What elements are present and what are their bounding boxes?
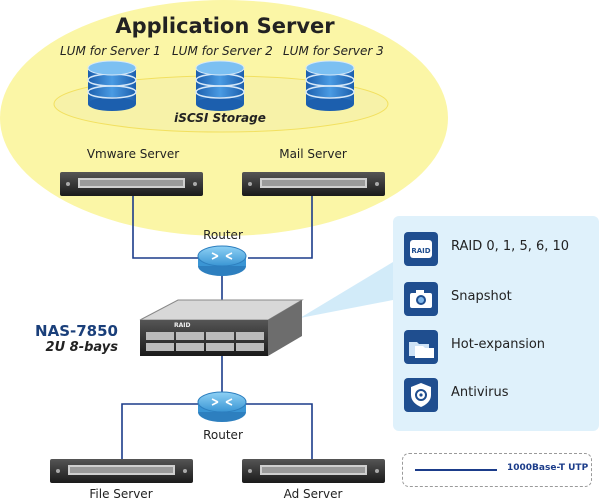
lun-disk-2: [195, 60, 245, 111]
file-server-unit: [50, 459, 193, 483]
legend: 1000Base-T UTP: [402, 453, 592, 487]
lun-label-1: LUM for Server 1: [60, 44, 161, 58]
legend-line: [415, 469, 497, 471]
mail-server-label: Mail Server: [279, 147, 347, 161]
application-server-title: Application Server: [115, 14, 335, 38]
feature-label: RAID 0, 1, 5, 6, 10: [451, 239, 570, 254]
feature-hot-expansion: Hot-expansion: [393, 324, 599, 368]
biohazard-shield-icon: [404, 378, 438, 412]
callout-wedge: [300, 262, 393, 318]
feature-label: Snapshot: [451, 289, 512, 304]
nas-badge: RAID: [174, 322, 191, 329]
router-label: Router: [203, 428, 243, 442]
feature-label: Antivirus: [451, 385, 509, 400]
ad-server-label: Ad Server: [283, 487, 343, 501]
network-links: [121, 196, 313, 462]
nas-model-name: NAS-7850: [35, 322, 118, 340]
vmware-server-unit: [60, 172, 203, 196]
feature-raid: RAID RAID 0, 1, 5, 6, 10: [393, 226, 599, 270]
feature-label: Hot-expansion: [451, 337, 546, 352]
nas-device: [139, 299, 304, 356]
raid-icon: RAID: [404, 232, 438, 266]
lun-label-3: LUM for Server 3: [283, 44, 384, 58]
router-icon: [197, 391, 247, 422]
features-panel: RAID RAID 0, 1, 5, 6, 10 Snapshot Hot-ex…: [393, 216, 599, 431]
file-server-label: File Server: [89, 487, 153, 501]
lun-disk-3: [305, 60, 355, 111]
lun-label-2: LUM for Server 2: [172, 44, 273, 58]
feature-snapshot: Snapshot: [393, 276, 599, 320]
lun-disk-1: [87, 60, 137, 111]
feature-antivirus: Antivirus: [393, 372, 599, 416]
folders-icon: [404, 330, 438, 364]
iscsi-storage-label: iSCSI Storage: [174, 111, 266, 125]
legend-label: 1000Base-T UTP: [507, 463, 589, 473]
nas-model-subtitle: 2U 8-bays: [45, 340, 118, 355]
ad-server-unit: [242, 459, 385, 483]
vmware-server-label: Vmware Server: [86, 147, 180, 161]
router-icon: [197, 245, 247, 276]
camera-icon: [404, 282, 438, 316]
mail-server-unit: [242, 172, 385, 196]
router-label: Router: [203, 228, 243, 242]
svg-text:RAID: RAID: [411, 247, 430, 255]
